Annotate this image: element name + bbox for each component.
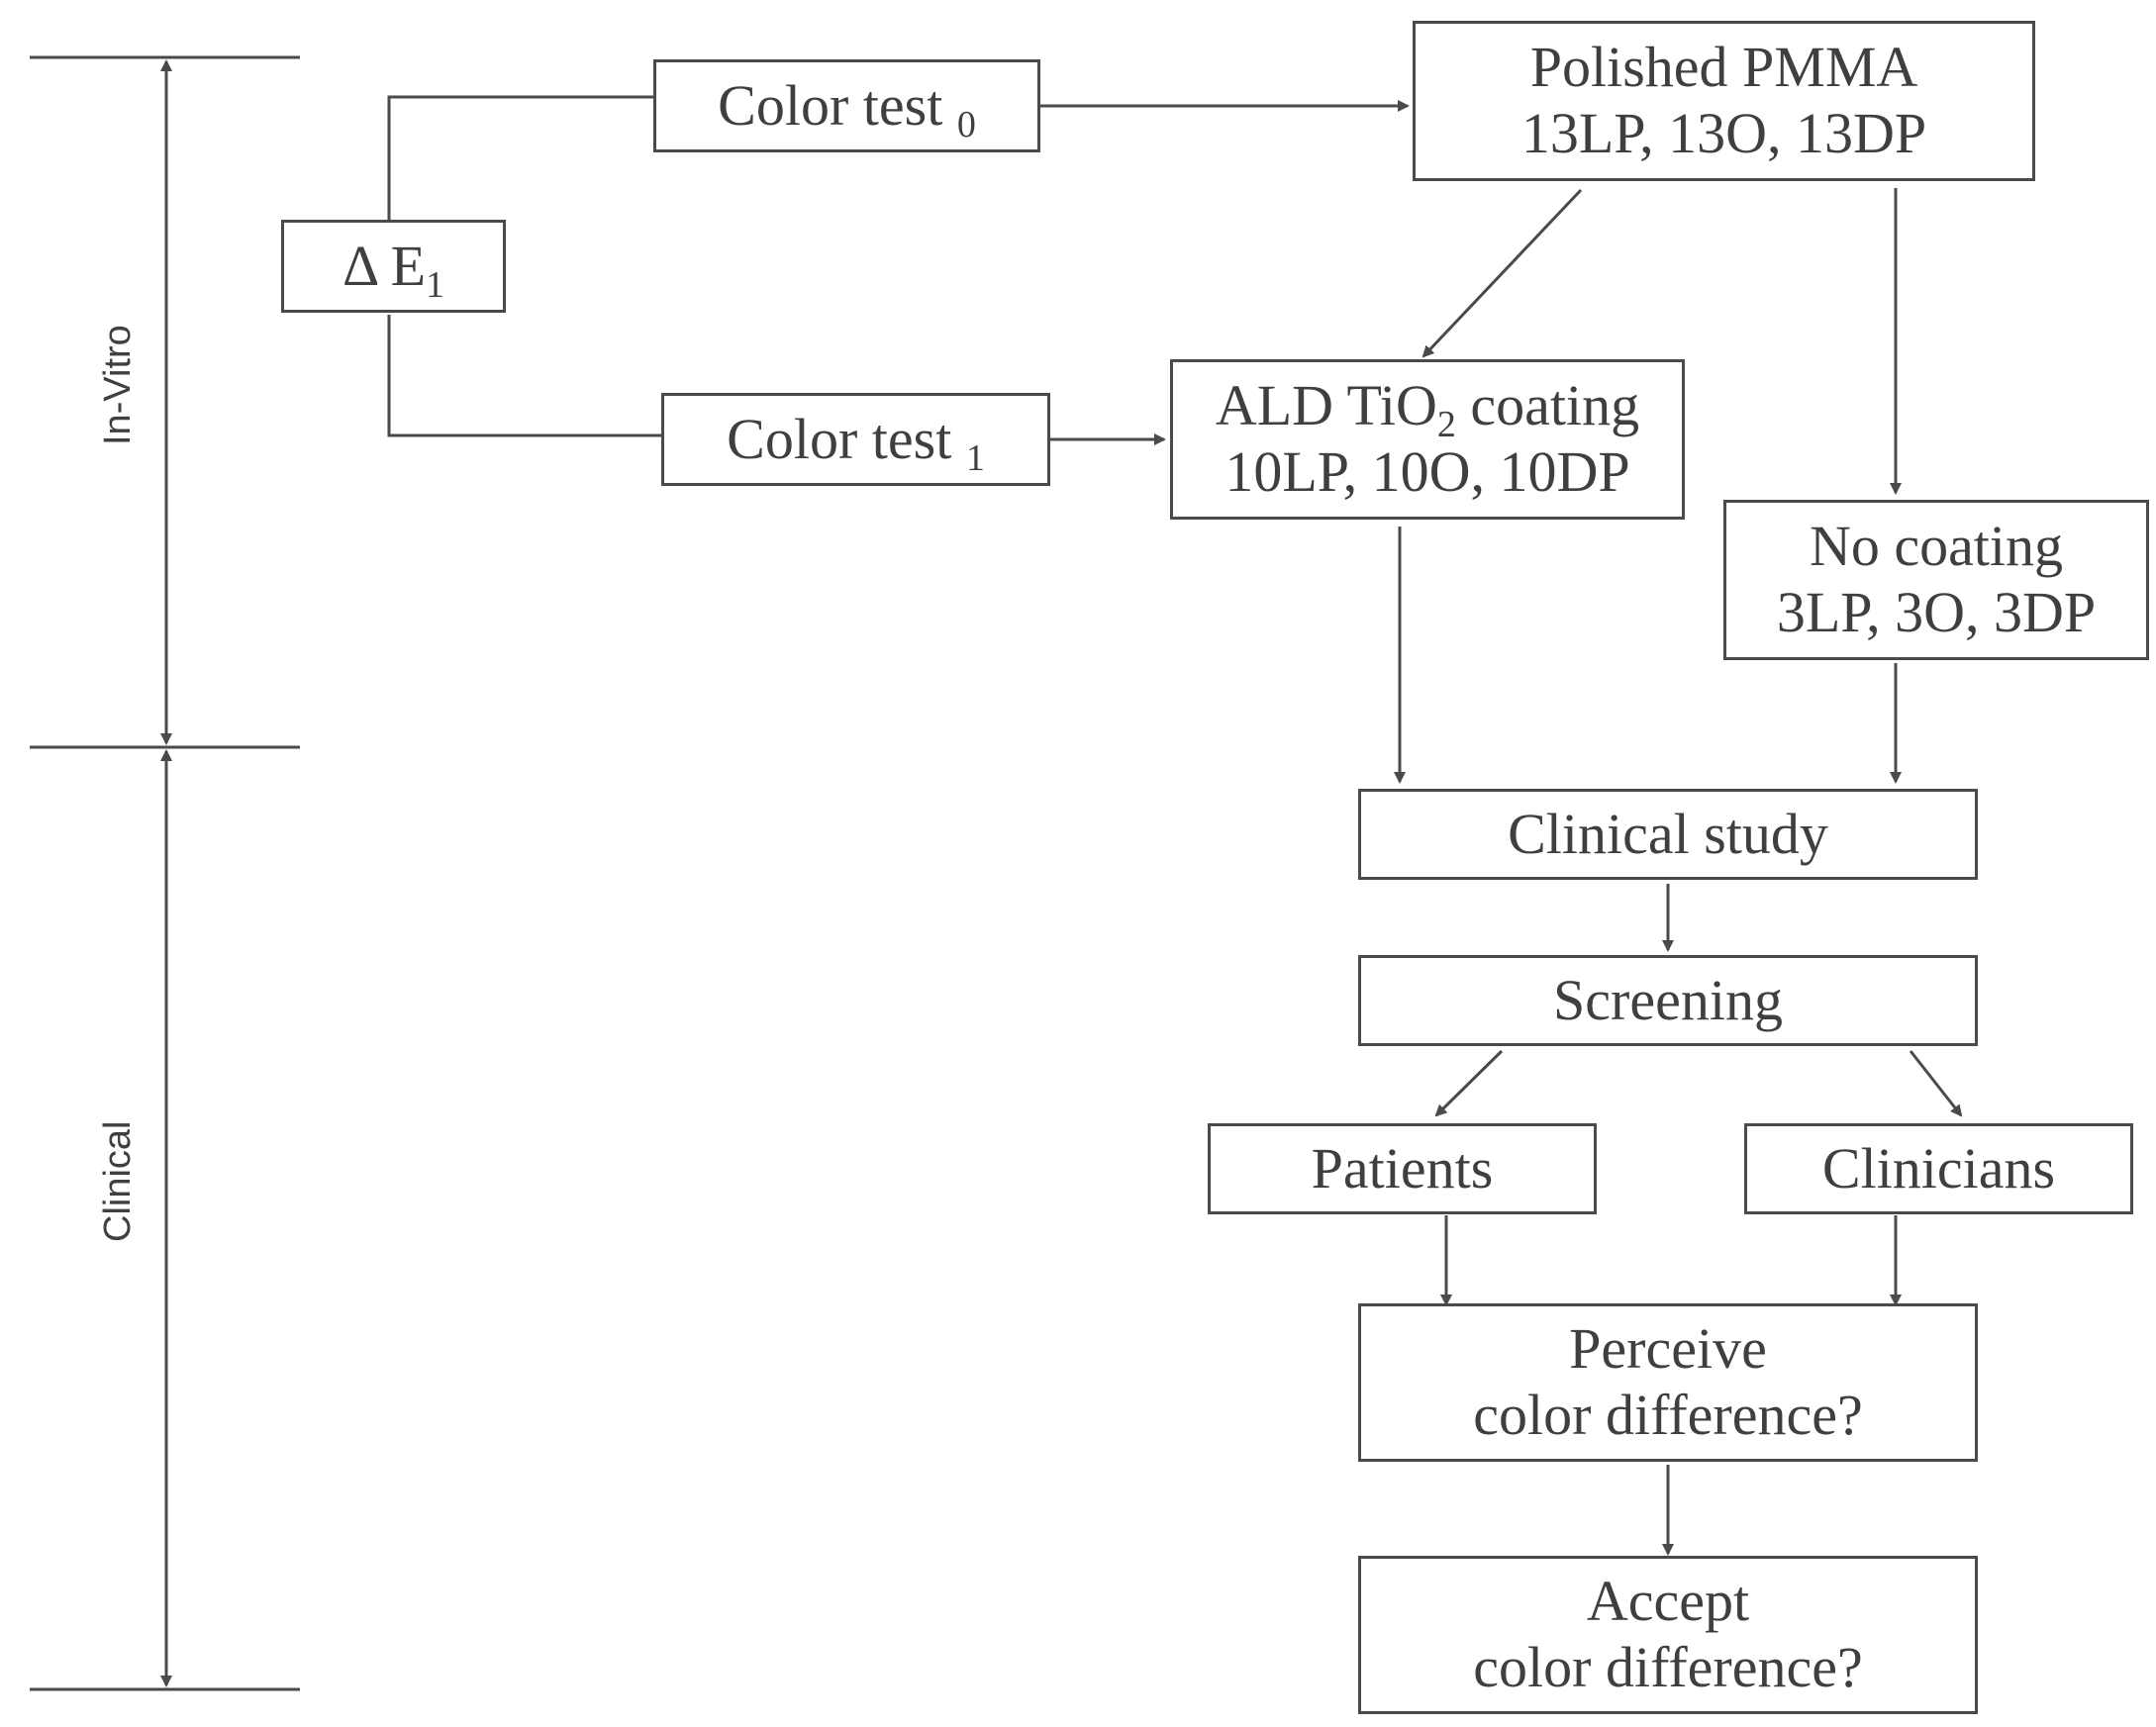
ald-coating-title-pre: ALD TiO (1215, 373, 1437, 438)
perceive-line-2: color difference? (1473, 1383, 1863, 1447)
accept-line-1: Accept (1586, 1569, 1750, 1634)
clinical-study-box: Clinical study (1358, 789, 1978, 880)
delta-e-to-color-test-0-connector (387, 95, 658, 220)
no-coating-box: No coating 3LP, 3O, 3DP (1723, 500, 2149, 660)
screening-to-clinicians-arrow (1909, 1050, 1963, 1117)
color-test-0-subscript: 0 (956, 103, 976, 145)
ald-coating-groups: 10LP, 10O, 10DP (1225, 439, 1630, 504)
perceive-line-1: Perceive (1569, 1316, 1767, 1382)
patients-box: Patients (1208, 1123, 1597, 1214)
delta-e-box: Δ E1 (281, 220, 506, 313)
ald-coating-title-post: coating (1455, 373, 1640, 438)
patients-label: Patients (1311, 1135, 1494, 1200)
screening-box: Screening (1358, 955, 1978, 1046)
polished-pmma-title: Polished PMMA (1529, 35, 1918, 100)
no-coating-groups: 3LP, 3O, 3DP (1776, 580, 2097, 644)
color-test-0-label: Color test (718, 72, 943, 138)
perceive-box: Perceive color difference? (1358, 1303, 1978, 1462)
accept-line-2: color difference? (1473, 1635, 1863, 1699)
phase-label-clinical: Clinical (97, 1120, 139, 1242)
delta-e-subscript: 1 (426, 263, 445, 306)
ald-coating-title: ALD TiO2 coating (1215, 373, 1640, 445)
clinicians-label: Clinicians (1821, 1135, 2056, 1200)
clinical-study-label: Clinical study (1508, 801, 1828, 866)
accept-box: Accept color difference? (1358, 1556, 1978, 1714)
screening-to-patients-arrow (1434, 1049, 1504, 1117)
ald-coating-box: ALD TiO2 coating 10LP, 10O, 10DP (1170, 359, 1685, 520)
ald-coating-title-sub: 2 (1436, 404, 1456, 446)
polished-pmma-box: Polished PMMA 13LP, 13O, 13DP (1413, 21, 2035, 181)
pmma-to-ald-arrow (1421, 188, 1583, 358)
color-test-1-box: Color test 1 (661, 393, 1050, 486)
polished-pmma-groups: 13LP, 13O, 13DP (1520, 101, 1927, 165)
color-test-0-box: Color test 0 (653, 59, 1040, 152)
screening-label: Screening (1553, 967, 1783, 1032)
color-test-1-label: Color test (727, 406, 952, 471)
phase-label-in-vitro: In-Vitro (97, 325, 139, 445)
no-coating-title: No coating (1809, 514, 2064, 579)
clinicians-box: Clinicians (1744, 1123, 2133, 1214)
color-test-1-subscript: 1 (965, 436, 985, 479)
delta-e-to-color-test-1-connector (387, 315, 661, 437)
delta-e-label: Δ E (342, 233, 427, 298)
